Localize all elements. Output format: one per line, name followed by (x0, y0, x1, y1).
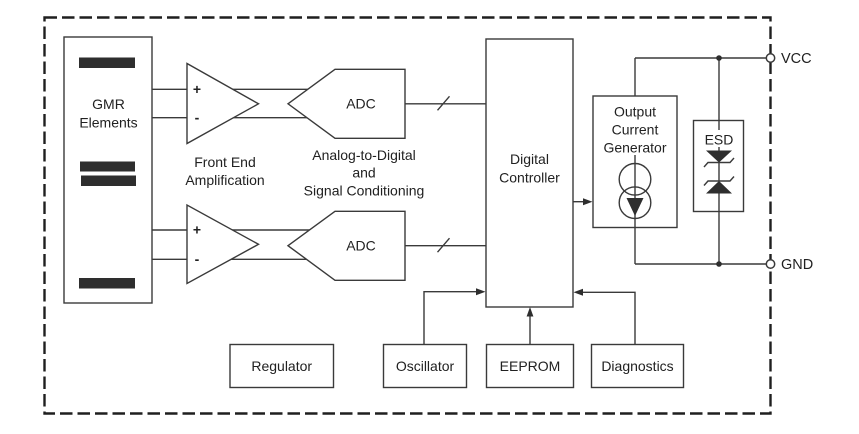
digital-controller-label-line1: Digital (510, 151, 549, 167)
gmr-label-line1: GMR (92, 96, 125, 112)
gmr-resistor-bar-icon (81, 175, 136, 186)
diagnostics-box (590, 343, 685, 389)
wire-diagnostics-to-controller (582, 291, 636, 345)
junction-dot-gnd (716, 261, 722, 267)
adc-bottom-box (286, 210, 406, 281)
current-arrow-icon (626, 198, 644, 216)
eeprom-box (485, 343, 575, 389)
zener-diode-down-icon (706, 150, 732, 163)
vcc-terminal-icon (765, 53, 776, 63)
adc-top-box (286, 68, 406, 140)
zener-cathode-bar-icon (703, 157, 735, 168)
wire-oscillator-to-controller (423, 291, 478, 345)
amp1-minus-label: - (195, 110, 200, 126)
adc-caption-line3: Signal Conditioning (304, 183, 425, 199)
amp2-plus-label: + (193, 222, 201, 238)
gmr-resistor-bar-icon (79, 57, 135, 68)
gnd-pin-label: GND (781, 257, 813, 273)
oscillator-box (382, 343, 468, 389)
eeprom-label: EEPROM (500, 358, 561, 374)
arrowhead-oscillator-icon (476, 288, 486, 296)
front-end-caption-line2: Amplification (185, 172, 264, 188)
digital-controller-label-line2: Controller (499, 170, 560, 186)
junction-dot-vcc (716, 55, 722, 61)
adc-bottom-label: ADC (346, 238, 376, 254)
arrowhead-eeprom-icon (526, 307, 534, 317)
esd-label-backing (701, 130, 737, 147)
regulator-box (229, 343, 335, 389)
gnd-terminal-icon (765, 259, 776, 269)
vcc-pin-label: VCC (781, 51, 812, 67)
bus-slash-icon (436, 237, 451, 253)
ocg-label-line3: Generator (603, 140, 666, 156)
adc-top-label: ADC (346, 96, 376, 112)
adc-caption-line1: Analog-to-Digital (312, 147, 416, 163)
regulator-label: Regulator (251, 358, 312, 374)
gmr-resistor-bar-icon (80, 161, 135, 172)
esd-label: ESD (705, 132, 734, 148)
gmr-label-line2: Elements (79, 115, 137, 131)
front-end-caption-line1: Front End (194, 154, 255, 170)
bus-slash-icon (436, 95, 451, 111)
ocg-label-line2: Current (612, 122, 659, 138)
ocg-label-line1: Output (614, 104, 656, 120)
amp1-plus-label: + (193, 81, 201, 97)
amplifier-top-icon (186, 62, 260, 145)
zener-diode-up-icon (706, 181, 732, 194)
adc-caption-line2: and (352, 165, 375, 181)
digital-controller-box (485, 38, 574, 308)
zener-cathode-bar-icon (703, 176, 735, 186)
arrowhead-into-ocg-icon (583, 198, 593, 206)
amplifier-bottom-icon (186, 203, 260, 285)
arrowhead-diagnostics-icon (573, 288, 583, 296)
amp2-minus-label: - (195, 251, 200, 267)
gmr-resistor-bar-icon (79, 278, 135, 289)
diagnostics-label: Diagnostics (601, 358, 673, 374)
oscillator-label: Oscillator (396, 358, 455, 374)
